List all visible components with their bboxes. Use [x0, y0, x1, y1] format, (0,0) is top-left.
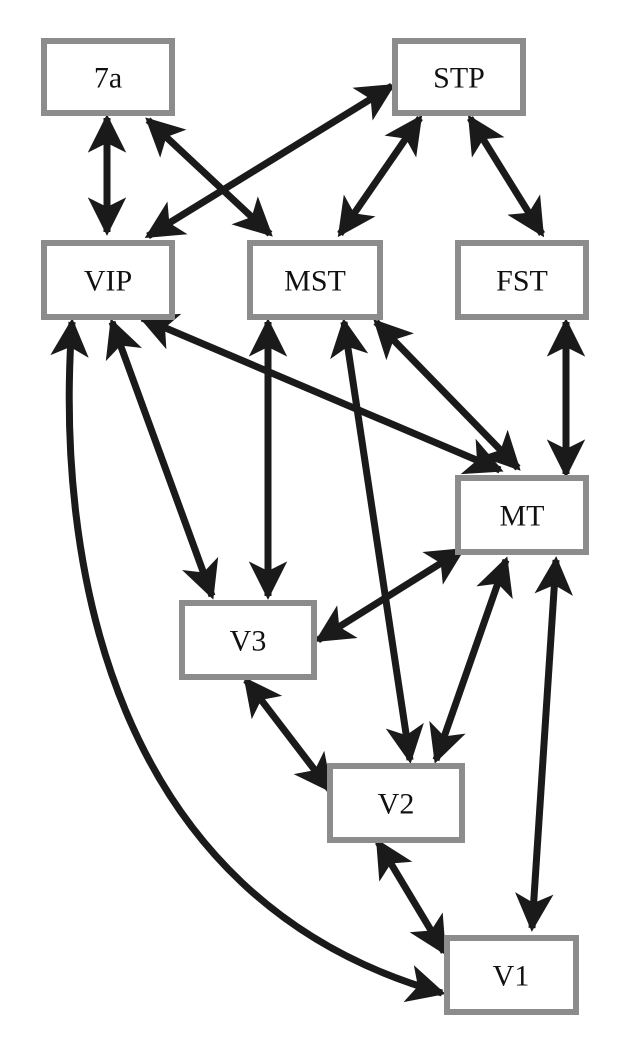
edge-stp-vip	[144, 83, 396, 239]
edge-mst-v2	[330, 318, 424, 764]
node-v1-box	[444, 935, 579, 1015]
node-7a-box	[41, 38, 175, 116]
node-fst-box	[455, 240, 589, 320]
node-stp-box	[392, 38, 526, 116]
node-v3-label: V3	[230, 625, 267, 658]
node-fst-label: FST	[496, 265, 548, 298]
node-fst: FST	[455, 240, 589, 320]
node-mst-label: MST	[284, 265, 346, 298]
edge-vip-v3	[105, 318, 219, 600]
node-v3-box	[179, 600, 317, 680]
node-mst-box	[247, 240, 383, 320]
node-v1-label: V1	[493, 960, 530, 993]
node-vip-box	[41, 240, 175, 320]
node-mt: MT	[455, 475, 589, 555]
edge-stp-mst	[337, 114, 423, 238]
node-vip: VIP	[41, 240, 175, 320]
node-v2-label: V2	[378, 788, 415, 821]
edge-mt-v2	[429, 556, 513, 764]
node-mt-box	[455, 475, 589, 555]
node-7a: 7a	[41, 38, 175, 116]
node-v1: V1	[444, 935, 579, 1015]
edges-group	[50, 83, 586, 1003]
node-v2: V2	[327, 763, 465, 843]
edge-v2-v1	[374, 838, 448, 956]
edge-mt-v1	[515, 556, 573, 932]
edge-v3-v2	[243, 676, 333, 794]
edge-7a-mst	[145, 117, 273, 237]
node-vip-label: VIP	[84, 265, 132, 298]
node-mt-label: MT	[500, 500, 545, 533]
node-mst: MST	[247, 240, 383, 320]
nodes-group: 7a STP VIP MST FST MT V3 V2	[41, 38, 589, 1015]
node-stp-label: STP	[433, 62, 485, 95]
node-v2-box	[327, 763, 465, 843]
edge-stp-fst	[467, 114, 545, 238]
edge-vip-v1	[50, 318, 446, 1003]
node-v3: V3	[179, 600, 317, 680]
node-7a-label: 7a	[94, 62, 122, 95]
node-stp: STP	[392, 38, 526, 116]
